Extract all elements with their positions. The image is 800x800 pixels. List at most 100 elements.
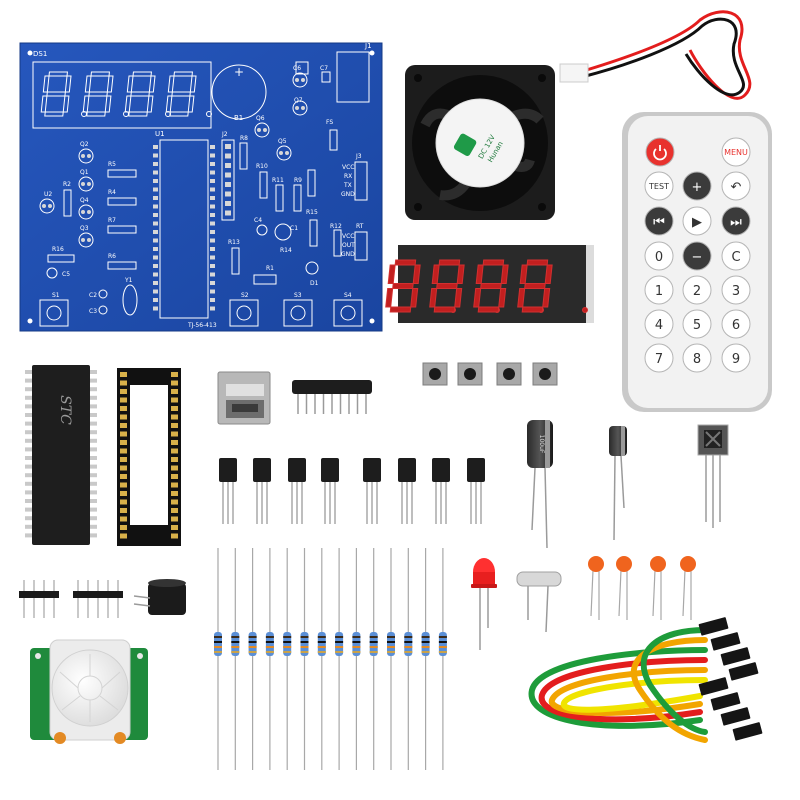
pcb-label-q7: Q7 xyxy=(294,97,303,104)
ceramic-cap-4 xyxy=(680,556,696,620)
pcb-label-c3: C3 xyxy=(89,308,97,315)
crystal-oscillator xyxy=(516,571,562,633)
transistor-1 xyxy=(219,458,237,524)
transistor-7 xyxy=(432,458,450,524)
remote-button-c[interactable]: C xyxy=(721,241,751,271)
pcb-label-r1: R1 xyxy=(266,265,274,272)
tact-switch-2 xyxy=(457,362,483,386)
jumper-wires xyxy=(528,627,708,743)
remote-button-play[interactable]: ▶ xyxy=(682,206,712,236)
tact-switch-3 xyxy=(496,362,522,386)
pcb-label-s1: S1 xyxy=(52,292,60,299)
jumper-end-7 xyxy=(720,707,751,726)
remote-button-label-play: ▶ xyxy=(692,215,702,230)
seven-segment-display-module xyxy=(385,245,594,323)
pcb-buzzer-footprint xyxy=(211,64,267,120)
remote-button-four[interactable]: 4 xyxy=(644,309,674,339)
svg-text:+: + xyxy=(234,65,244,79)
remote-button-seven[interactable]: 7 xyxy=(644,343,674,373)
remote-button-power[interactable] xyxy=(645,137,675,167)
display-digit-2 xyxy=(429,259,500,313)
pin-header-1 xyxy=(19,580,59,618)
resistor-network xyxy=(292,380,372,414)
axial-resistors xyxy=(214,548,447,770)
remote-button-plus[interactable]: + xyxy=(682,171,712,201)
display-digit-4 xyxy=(517,259,588,313)
pir-potentiometer-2 xyxy=(114,732,126,744)
remote-button-menu[interactable]: MENU xyxy=(721,137,751,167)
pcb-capacitor-footprints xyxy=(46,61,331,316)
remote-button-next[interactable]: ⏭ xyxy=(721,206,751,236)
pcb-label-q3: Q3 xyxy=(80,225,89,232)
pcb-label-rx: RX xyxy=(344,173,352,180)
remote-button-nine[interactable]: 9 xyxy=(721,343,751,373)
transistor-8 xyxy=(467,458,485,524)
pcb-label-r7: R7 xyxy=(108,217,116,224)
remote-button-test[interactable]: TEST xyxy=(644,171,674,201)
pcb-label-j1: J1 xyxy=(364,42,372,50)
fan-logo-icon xyxy=(453,133,477,156)
remote-button-label-eight: 8 xyxy=(693,352,701,367)
pcb-label-r11: R11 xyxy=(272,177,284,184)
buzzer xyxy=(133,579,186,615)
remote-button-eight[interactable]: 8 xyxy=(682,343,712,373)
cooling-fan: DC 12V Hunan xyxy=(405,10,752,220)
mcu-body xyxy=(32,365,90,545)
remote-button-back[interactable]: ↶ xyxy=(721,171,751,201)
pcb-label-s3: S3 xyxy=(294,292,302,299)
pcb-mounting-holes xyxy=(27,50,375,324)
pcb-seven-segment-silkscreen xyxy=(40,71,212,117)
pcb-u1-footprint xyxy=(159,139,209,319)
remote-button-label-prev: ⏮ xyxy=(653,215,665,230)
remote-button-five[interactable]: 5 xyxy=(682,309,712,339)
jumper-end-1 xyxy=(698,617,729,636)
remote-button-label-back: ↶ xyxy=(731,180,742,195)
pcb-digit-4 xyxy=(165,71,212,117)
pcb-label-j3: J3 xyxy=(355,153,362,160)
pcb-board-id: TJ-56-413 xyxy=(187,322,217,329)
pcb-label-out: OUT xyxy=(342,242,355,249)
jumper-end-5 xyxy=(698,677,729,696)
remote-button-one[interactable]: 1 xyxy=(644,275,674,305)
resistor-8 xyxy=(335,548,344,770)
pcb-label-vcc: VCC xyxy=(342,164,354,171)
pir-dome xyxy=(51,649,129,727)
remote-button-two[interactable]: 2 xyxy=(682,275,712,305)
usb-a-connector xyxy=(217,371,271,425)
pcb-label-s2: S2 xyxy=(241,292,249,299)
ceramic-cap-3 xyxy=(650,556,666,620)
remote-button-prev[interactable]: ⏮ xyxy=(644,206,674,236)
pcb-label-c7: C7 xyxy=(320,65,328,72)
remote-button-label-two: 2 xyxy=(693,284,701,299)
pcb-label-q6: Q6 xyxy=(256,115,265,122)
transistor-4 xyxy=(321,458,339,524)
remote-button-label-one: 1 xyxy=(655,284,663,299)
remote-button-three[interactable]: 3 xyxy=(721,275,751,305)
display-digit-3 xyxy=(473,259,544,313)
mcu-pins-right xyxy=(90,370,97,538)
resistor-3 xyxy=(248,548,257,770)
power-icon xyxy=(653,148,667,161)
pcb-label-r13: R13 xyxy=(228,239,240,246)
resistor-7 xyxy=(317,548,326,770)
remote-button-six[interactable]: 6 xyxy=(721,309,751,339)
transistor-2 xyxy=(253,458,271,524)
pcb-label-r8: R8 xyxy=(240,135,248,142)
pcb-label-vcc-2: VCC xyxy=(342,233,354,240)
pcb-label-r9: R9 xyxy=(294,177,302,184)
pcb-label-s4: S4 xyxy=(344,292,352,299)
pcb-label-r15: R15 xyxy=(306,209,318,216)
jumper-end-4 xyxy=(728,662,759,681)
remote-button-minus[interactable]: − xyxy=(682,241,712,271)
pcb-label-r16: R16 xyxy=(52,246,64,253)
tact-switch-1 xyxy=(422,362,448,386)
pcb-label-d1: D1 xyxy=(310,280,319,287)
remote-button-zero[interactable]: 0 xyxy=(644,241,674,271)
transistors-to92 xyxy=(219,458,485,524)
pcb-switch-footprints xyxy=(39,299,363,327)
pcb-label-b1: B1 xyxy=(234,114,243,122)
resistor-11 xyxy=(387,548,395,770)
remote-button-label-four: 4 xyxy=(655,318,663,333)
